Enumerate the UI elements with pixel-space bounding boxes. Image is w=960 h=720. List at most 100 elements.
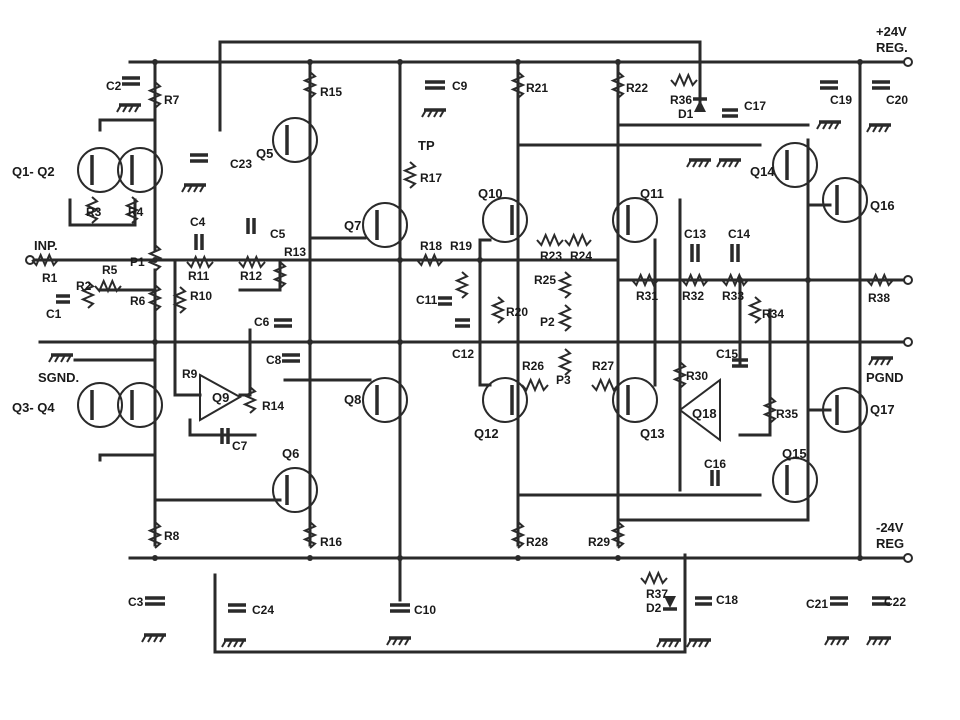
label-c1: C1	[46, 307, 62, 321]
label-c20: C20	[886, 93, 908, 107]
ground-icon	[221, 638, 246, 648]
resistor-r12	[238, 254, 266, 270]
transistor-q13	[612, 377, 658, 423]
transistor-q6	[272, 467, 318, 513]
cap-c4	[194, 234, 204, 250]
label-c6: C6	[254, 315, 270, 329]
neg-rail-label: -24V	[876, 520, 904, 535]
label-p3: P3	[556, 373, 571, 387]
label-d2: D2	[646, 601, 662, 615]
label-r13: R13	[284, 245, 306, 259]
resistor-r31	[631, 272, 659, 288]
grounds	[48, 103, 893, 648]
label-q10: Q10	[478, 186, 503, 201]
label-c15: C15	[716, 347, 738, 361]
resistor-r34	[747, 296, 763, 324]
cap-c24	[228, 603, 246, 613]
resistor-r20	[490, 296, 506, 324]
resistor-r5	[94, 278, 122, 294]
label-r33: R33	[722, 289, 744, 303]
resistor-r27	[591, 377, 619, 393]
resistor-r36	[670, 72, 698, 88]
cap-c9	[425, 80, 445, 90]
ground-icon	[686, 638, 711, 648]
cap-c21	[830, 596, 848, 606]
label-c12: C12	[452, 347, 474, 361]
ground-icon	[868, 356, 893, 366]
label-q16: Q16	[870, 198, 895, 213]
resistor-r19	[454, 271, 470, 299]
label-r3: R3	[86, 205, 102, 219]
label-r35: R35	[776, 407, 798, 421]
neg-rail-reg-label: REG	[876, 536, 904, 551]
cap-c7	[220, 428, 230, 444]
resistor-r15	[302, 71, 318, 99]
cap-c6	[274, 318, 292, 328]
label-c4: C4	[190, 215, 206, 229]
resistor-r22	[610, 71, 626, 99]
cap-c14	[730, 244, 740, 262]
resistor-r4	[124, 196, 140, 224]
label-r27: R27	[592, 359, 614, 373]
ground-icon	[686, 158, 711, 168]
cap-c2	[122, 76, 140, 86]
cap-c17	[722, 108, 738, 118]
cap-c8	[282, 353, 300, 363]
resistors	[31, 71, 894, 586]
label-q11: Q11	[640, 186, 664, 201]
diode-d2	[664, 596, 676, 608]
resistor-r23	[536, 232, 564, 248]
label-r34: R34	[762, 307, 784, 321]
cap-c1	[56, 294, 70, 304]
label-c5: C5	[270, 227, 286, 241]
cap-c15	[732, 358, 748, 368]
label-r17: R17	[420, 171, 442, 185]
cap-c11	[438, 296, 452, 306]
label-q15: Q15	[782, 446, 807, 461]
resistor-r17	[402, 161, 418, 189]
sgnd-label: SGND.	[38, 370, 79, 385]
label-r7: R7	[164, 93, 180, 107]
transistor-q12	[482, 377, 528, 423]
junctions	[152, 59, 863, 561]
label-q5: Q5	[256, 146, 273, 161]
label-r18: R18	[420, 239, 442, 253]
resistor-r28	[510, 521, 526, 549]
cap-c16	[710, 470, 720, 486]
resistor-r24	[564, 232, 592, 248]
resistor-r13	[272, 261, 288, 289]
label-q17: Q17	[870, 402, 895, 417]
tp-label: TP	[418, 138, 435, 153]
label-r20: R20	[506, 305, 528, 319]
resistor-r29	[610, 521, 626, 549]
label-r10: R10	[190, 289, 212, 303]
label-c2: C2	[106, 79, 122, 93]
wiring	[68, 40, 862, 654]
resistor-r10	[172, 286, 188, 314]
label-c21: C21	[806, 597, 828, 611]
ground-icon	[816, 120, 841, 130]
resistor-r37	[640, 570, 668, 586]
label-q9: Q9	[212, 390, 229, 405]
pgnd-label: PGND	[866, 370, 904, 385]
input-label: INP.	[34, 238, 58, 253]
label-r12: R12	[240, 269, 262, 283]
label-r29: R29	[588, 535, 610, 549]
label-r5: R5	[102, 263, 118, 277]
label-c13: C13	[684, 227, 706, 241]
cap-c3	[145, 596, 165, 606]
label-r25: R25	[534, 273, 556, 287]
diodes	[663, 97, 707, 611]
resistor-r35	[762, 396, 778, 424]
cap-c5	[246, 218, 256, 234]
label-q6: Q6	[282, 446, 299, 461]
label-r4: R4	[128, 205, 144, 219]
transistor-q3	[77, 382, 123, 428]
label-r9: R9	[182, 367, 198, 381]
label-r32: R32	[682, 289, 704, 303]
resistor-r21	[510, 71, 526, 99]
label-c19: C19	[830, 93, 852, 107]
label-q13: Q13	[640, 426, 665, 441]
transistor-q14	[772, 142, 818, 188]
